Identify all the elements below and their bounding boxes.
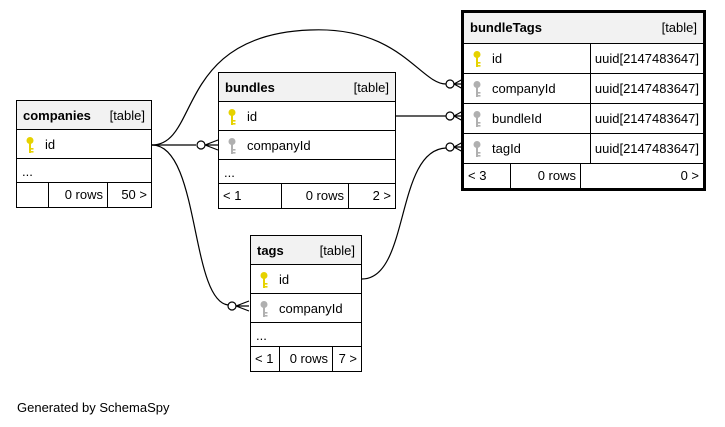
column-type: uuid[2147483647] [589, 74, 703, 103]
column-name: companyId [247, 138, 311, 153]
ellipsis: ... [224, 165, 235, 180]
table-bundletags[interactable]: bundleTags [table] id uuid[2147483647] c… [461, 10, 706, 191]
table-header: bundleTags [table] [464, 13, 703, 44]
parents-count[interactable]: < 1 [255, 351, 274, 366]
column-type: uuid[2147483647] [589, 134, 703, 163]
column-name: bundleId [492, 111, 542, 126]
table-companies[interactable]: companies [table] id ... 0 rows 50 > [16, 100, 152, 208]
children-count[interactable]: 0 > [680, 168, 699, 183]
primary-key-icon [26, 137, 34, 153]
column-name: id [492, 51, 503, 66]
ellipsis: ... [22, 164, 33, 179]
children-count[interactable]: 7 > [338, 351, 357, 366]
table-tags[interactable]: tags [table] id companyId ... < 1 0 rows… [250, 235, 362, 372]
foreign-key-icon [473, 141, 481, 157]
table-bundles[interactable]: bundles [table] id companyId ... < 1 0 r… [218, 72, 396, 209]
edge-companies-tags [151, 144, 229, 306]
table-type: [table] [353, 80, 389, 95]
crows-foot-fork [235, 300, 250, 312]
crows-foot-circle [227, 301, 237, 311]
table-name: bundles [225, 80, 275, 95]
column-name: id [45, 137, 56, 152]
row-count: 0 rows [281, 184, 349, 208]
foreign-key-icon [228, 138, 236, 154]
table-type: [table] [319, 243, 355, 258]
column-row-bundleid[interactable]: bundleId uuid[2147483647] [464, 104, 703, 134]
crows-foot-circle [445, 111, 455, 121]
crows-foot-circle [445, 79, 455, 89]
parents-count[interactable]: < 1 [223, 188, 242, 203]
row-count: 0 rows [279, 347, 333, 371]
table-type: [table] [109, 108, 145, 123]
primary-key-icon [260, 272, 268, 288]
column-row-id[interactable]: id [219, 102, 395, 131]
column-row-companyid[interactable]: companyId uuid[2147483647] [464, 74, 703, 104]
table-name: tags [257, 243, 284, 258]
ellipsis-row: ... [251, 323, 361, 347]
ellipsis-row: ... [17, 159, 151, 183]
column-type: uuid[2147483647] [589, 44, 703, 73]
column-name: id [247, 109, 258, 124]
column-name: id [279, 272, 290, 287]
primary-key-icon [228, 109, 236, 125]
table-header: companies [table] [17, 101, 151, 130]
column-name: companyId [492, 81, 556, 96]
foreign-key-icon [473, 81, 481, 97]
edge-companies-bundletags [151, 29, 447, 146]
ellipsis: ... [256, 328, 267, 343]
table-header: tags [table] [251, 236, 361, 265]
row-count: 0 rows [510, 164, 581, 188]
crows-foot-circle [196, 140, 206, 150]
crows-foot-fork [204, 139, 219, 151]
column-row-id[interactable]: id [251, 265, 361, 294]
table-type: [table] [661, 20, 697, 35]
table-name: companies [23, 108, 91, 123]
table-footer: < 1 0 rows 2 > [219, 184, 395, 208]
column-name: companyId [279, 301, 343, 316]
column-row-tagid[interactable]: tagId uuid[2147483647] [464, 134, 703, 164]
column-row-companyid[interactable]: companyId [219, 131, 395, 160]
column-type: uuid[2147483647] [589, 104, 703, 133]
column-name: tagId [492, 141, 521, 156]
children-count[interactable]: 2 > [372, 188, 391, 203]
row-count: 0 rows [48, 183, 108, 207]
column-row-companyid[interactable]: companyId [251, 294, 361, 323]
foreign-key-icon [473, 111, 481, 127]
parents-count[interactable]: < 3 [468, 168, 487, 183]
column-row-id[interactable]: id [17, 130, 151, 159]
children-count[interactable]: 50 > [121, 187, 147, 202]
table-footer: 0 rows 50 > [17, 183, 151, 207]
table-footer: < 3 0 rows 0 > [464, 164, 703, 188]
table-header: bundles [table] [219, 73, 395, 102]
column-row-id[interactable]: id uuid[2147483647] [464, 44, 703, 74]
foreign-key-icon [260, 301, 268, 317]
primary-key-icon [473, 51, 481, 67]
table-footer: < 1 0 rows 7 > [251, 347, 361, 371]
table-name: bundleTags [470, 20, 542, 35]
generated-by-label: Generated by SchemaSpy [17, 400, 170, 415]
edge-tags-bundletags [361, 147, 447, 280]
crows-foot-circle [445, 142, 455, 152]
ellipsis-row: ... [219, 160, 395, 184]
